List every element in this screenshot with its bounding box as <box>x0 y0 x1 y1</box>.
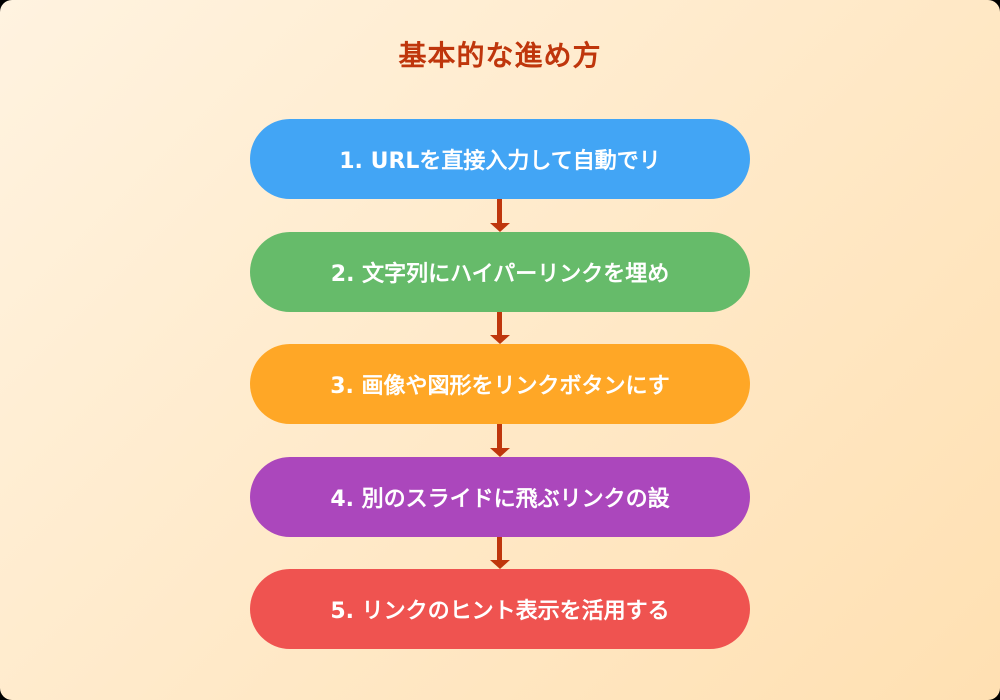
step-3-label: 3. 画像や図形をリンクボタンにす <box>330 374 670 399</box>
step-2: 2. 文字列にハイパーリンクを埋め <box>250 232 750 312</box>
step-2-label: 2. 文字列にハイパーリンクを埋め <box>330 262 670 287</box>
step-3: 3. 画像や図形をリンクボタンにす <box>250 344 750 424</box>
step-5: 5. リンクのヒント表示を活用する <box>250 569 750 649</box>
step-4: 4. 別のスライドに飛ぶリンクの設 <box>250 457 750 537</box>
step-5-label: 5. リンクのヒント表示を活用する <box>330 599 670 624</box>
step-1-label: 1. URLを直接入力して自動でリ <box>339 149 661 174</box>
step-1: 1. URLを直接入力して自動でリ <box>250 119 750 199</box>
diagram-title: 基本的な進め方 <box>398 39 602 72</box>
step-4-label: 4. 別のスライドに飛ぶリンクの設 <box>330 487 670 512</box>
